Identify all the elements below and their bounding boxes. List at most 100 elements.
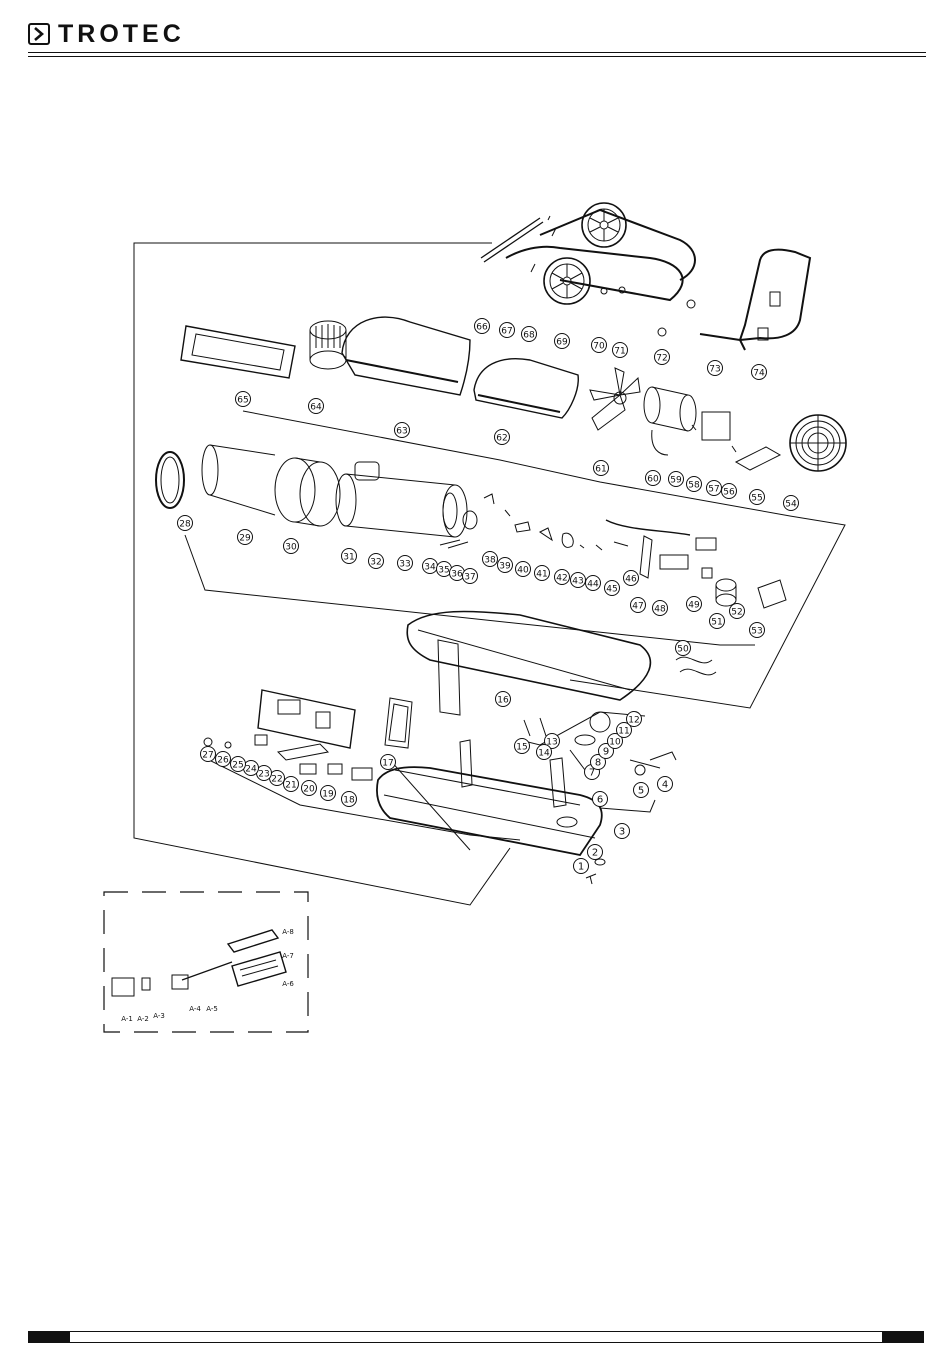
svg-text:62: 62 bbox=[496, 434, 507, 444]
svg-text:49: 49 bbox=[688, 601, 700, 611]
callout-63: 63 bbox=[395, 423, 410, 438]
callout-72: 72 bbox=[655, 350, 670, 365]
svg-text:29: 29 bbox=[239, 534, 251, 544]
svg-text:50: 50 bbox=[677, 645, 689, 655]
callout-2: 2 bbox=[588, 845, 603, 860]
svg-text:44: 44 bbox=[587, 580, 599, 590]
inset-label-A-4: A-4 bbox=[189, 1005, 201, 1013]
svg-text:61: 61 bbox=[595, 465, 606, 475]
callout-64: 64 bbox=[309, 399, 324, 414]
svg-text:70: 70 bbox=[593, 342, 605, 352]
callout-55: 55 bbox=[750, 490, 765, 505]
callout-54: 54 bbox=[784, 496, 799, 511]
callout-6: 6 bbox=[593, 792, 608, 807]
svg-text:43: 43 bbox=[572, 577, 583, 587]
footer-block-left bbox=[28, 1331, 70, 1343]
svg-text:15: 15 bbox=[516, 743, 527, 753]
svg-text:24: 24 bbox=[245, 765, 257, 775]
svg-text:17: 17 bbox=[382, 759, 393, 769]
svg-text:73: 73 bbox=[709, 365, 720, 375]
callout-42: 42 bbox=[555, 570, 570, 585]
callout-1: 1 bbox=[574, 859, 589, 874]
callout-25: 25 bbox=[231, 757, 246, 772]
svg-text:27: 27 bbox=[202, 751, 213, 761]
svg-text:8: 8 bbox=[595, 758, 601, 769]
svg-text:16: 16 bbox=[497, 696, 509, 706]
svg-text:19: 19 bbox=[322, 790, 334, 800]
svg-text:36: 36 bbox=[451, 570, 463, 580]
svg-text:59: 59 bbox=[670, 476, 682, 486]
svg-text:32: 32 bbox=[370, 558, 381, 568]
svg-text:9: 9 bbox=[603, 747, 609, 758]
callout-38: 38 bbox=[483, 552, 498, 567]
svg-text:11: 11 bbox=[618, 727, 629, 737]
callout-12: 12 bbox=[627, 712, 642, 727]
callout-61: 61 bbox=[594, 461, 609, 476]
callout-19: 19 bbox=[321, 786, 336, 801]
callout-59: 59 bbox=[669, 472, 684, 487]
callout-21: 21 bbox=[284, 777, 299, 792]
svg-text:14: 14 bbox=[538, 749, 550, 759]
callout-31: 31 bbox=[342, 549, 357, 564]
inset-label-A-3: A-3 bbox=[153, 1012, 165, 1020]
svg-text:1: 1 bbox=[578, 862, 584, 873]
svg-text:58: 58 bbox=[688, 481, 700, 491]
callout-17: 17 bbox=[381, 755, 396, 770]
callout-50: 50 bbox=[676, 641, 691, 656]
svg-text:30: 30 bbox=[285, 543, 297, 553]
callout-65: 65 bbox=[236, 392, 251, 407]
svg-text:72: 72 bbox=[656, 354, 667, 364]
callout-33: 33 bbox=[398, 556, 413, 571]
callout-39: 39 bbox=[498, 558, 513, 573]
callout-16: 16 bbox=[496, 692, 511, 707]
callout-52: 52 bbox=[730, 604, 745, 619]
callout-48: 48 bbox=[653, 601, 668, 616]
svg-text:66: 66 bbox=[476, 323, 488, 333]
footer-block-right bbox=[882, 1331, 924, 1343]
svg-text:38: 38 bbox=[484, 556, 496, 566]
svg-text:2: 2 bbox=[592, 848, 598, 859]
callout-51: 51 bbox=[710, 614, 725, 629]
callout-68: 68 bbox=[522, 327, 537, 342]
svg-text:33: 33 bbox=[399, 560, 410, 570]
inset-label-A-7: A-7 bbox=[282, 952, 294, 960]
svg-text:48: 48 bbox=[654, 605, 666, 615]
svg-text:42: 42 bbox=[556, 574, 567, 584]
inset-label-A-2: A-2 bbox=[137, 1015, 149, 1023]
callout-66: 66 bbox=[475, 319, 490, 334]
svg-text:67: 67 bbox=[501, 327, 512, 337]
callout-28: 28 bbox=[178, 516, 193, 531]
callout-32: 32 bbox=[369, 554, 384, 569]
callout-57: 57 bbox=[707, 481, 722, 496]
callout-46: 46 bbox=[624, 571, 639, 586]
callout-30: 30 bbox=[284, 539, 299, 554]
svg-text:53: 53 bbox=[751, 627, 762, 637]
callout-14: 14 bbox=[537, 745, 552, 760]
svg-text:37: 37 bbox=[464, 573, 475, 583]
callout-67: 67 bbox=[500, 323, 515, 338]
callout-73: 73 bbox=[708, 361, 723, 376]
callout-56: 56 bbox=[722, 484, 737, 499]
callout-27: 27 bbox=[201, 747, 216, 762]
callout-20: 20 bbox=[302, 781, 317, 796]
svg-text:5: 5 bbox=[638, 786, 644, 797]
svg-text:40: 40 bbox=[517, 566, 529, 576]
callout-43: 43 bbox=[571, 573, 586, 588]
svg-text:3: 3 bbox=[619, 827, 625, 838]
svg-text:41: 41 bbox=[536, 570, 547, 580]
callout-44: 44 bbox=[586, 576, 601, 591]
callout-45: 45 bbox=[605, 581, 620, 596]
svg-text:45: 45 bbox=[606, 585, 617, 595]
svg-text:39: 39 bbox=[499, 562, 511, 572]
callout-40: 40 bbox=[516, 562, 531, 577]
svg-text:56: 56 bbox=[723, 488, 735, 498]
inset-label-A-6: A-6 bbox=[282, 980, 294, 988]
svg-text:54: 54 bbox=[785, 500, 797, 510]
svg-text:26: 26 bbox=[217, 756, 229, 766]
svg-text:34: 34 bbox=[424, 563, 436, 573]
callout-5: 5 bbox=[634, 783, 649, 798]
svg-text:22: 22 bbox=[271, 775, 282, 785]
inset-label-A-1: A-1 bbox=[121, 1015, 133, 1023]
callout-74: 74 bbox=[752, 365, 767, 380]
